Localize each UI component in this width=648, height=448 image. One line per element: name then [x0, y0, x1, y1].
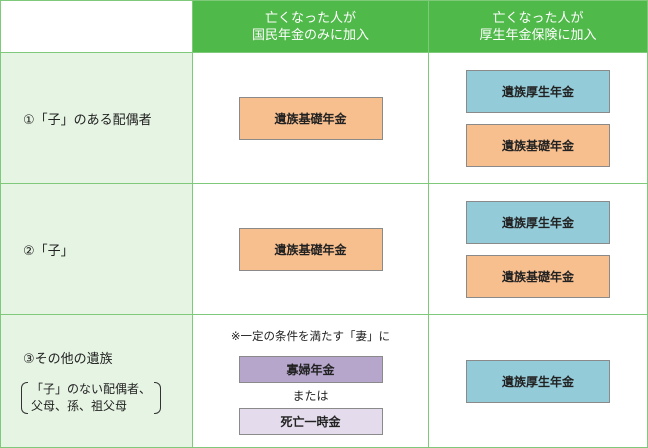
- condition-note: ※一定の条件を満たす「妻」に: [230, 328, 391, 343]
- basic-pension-box: 遺族基礎年金: [466, 254, 610, 298]
- basic-pension-box: 遺族基礎年金: [238, 227, 383, 271]
- row3-sub-line2: 父母、孫、祖父母: [31, 398, 128, 413]
- welfare-pension-box: 遺族厚生年金: [466, 69, 610, 113]
- row2-label: ②「子」: [23, 243, 74, 259]
- row1-label: ①「子」のある配偶者: [23, 112, 152, 128]
- row3-sub-bracket: 「子」のない配偶者、 父母、孫、祖父母: [21, 381, 162, 415]
- row-label-other-survivors: ③その他の遺族 「子」のない配偶者、 父母、孫、祖父母: [0, 315, 193, 448]
- row-label-spouse-with-child: ①「子」のある配偶者: [0, 53, 193, 184]
- basic-pension-box: 遺族基礎年金: [238, 96, 383, 140]
- widow-pension-box: 寡婦年金: [238, 355, 383, 383]
- row1-welfare-cell: 遺族厚生年金 遺族基礎年金: [429, 53, 648, 184]
- row2-welfare-cell: 遺族厚生年金 遺族基礎年金: [429, 184, 648, 315]
- welfare-pension-box: 遺族厚生年金: [466, 200, 610, 244]
- row3-sub-line1: 「子」のない配偶者、: [31, 381, 152, 396]
- row2-national-cell: 遺族基礎年金: [193, 184, 429, 315]
- row3-national-cell: ※一定の条件を満たす「妻」に 寡婦年金 または 死亡一時金: [193, 315, 429, 448]
- lump-sum-box: 死亡一時金: [238, 407, 383, 435]
- row3-label: ③その他の遺族: [23, 351, 113, 367]
- header-welfare-line2: 厚生年金保険に加入: [479, 27, 597, 43]
- welfare-pension-box: 遺族厚生年金: [466, 359, 610, 403]
- header-national-line1: 亡くなった人が: [264, 10, 356, 26]
- header-corner: [0, 0, 193, 53]
- header-national-pension: 亡くなった人が 国民年金のみに加入: [193, 0, 429, 53]
- or-text: または: [292, 388, 329, 403]
- row1-national-cell: 遺族基礎年金: [193, 53, 429, 184]
- header-welfare-pension: 亡くなった人が 厚生年金保険に加入: [429, 0, 648, 53]
- header-national-line2: 国民年金のみに加入: [251, 27, 369, 43]
- header-welfare-line1: 亡くなった人が: [492, 10, 584, 26]
- row-label-child: ②「子」: [0, 184, 193, 315]
- basic-pension-box: 遺族基礎年金: [466, 123, 610, 167]
- row3-welfare-cell: 遺族厚生年金: [429, 315, 648, 448]
